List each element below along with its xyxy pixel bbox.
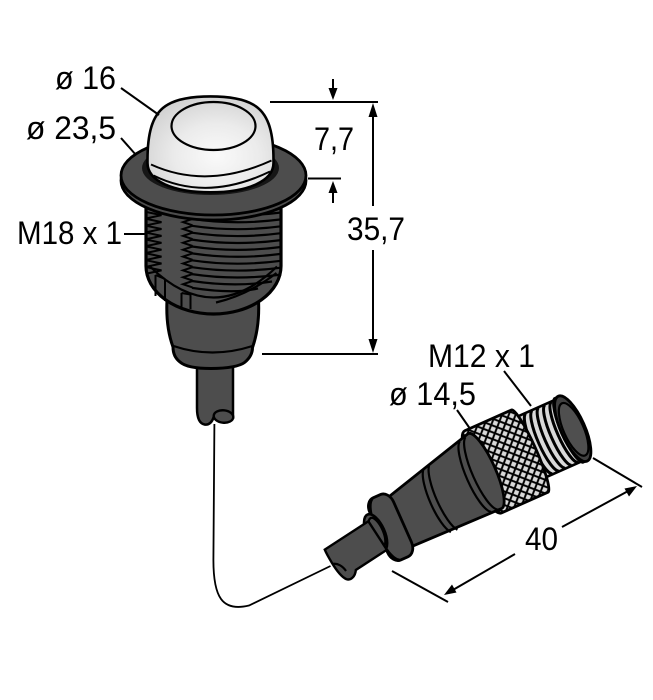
svg-text:ø 23,5: ø 23,5 — [26, 110, 116, 146]
svg-text:7,7: 7,7 — [314, 121, 354, 157]
svg-text:M18 x 1: M18 x 1 — [17, 215, 122, 251]
svg-text:35,7: 35,7 — [347, 211, 405, 247]
svg-text:40: 40 — [525, 521, 558, 557]
svg-text:ø 14,5: ø 14,5 — [389, 376, 476, 412]
svg-text:M12 x 1: M12 x 1 — [428, 338, 535, 374]
svg-text:ø 16: ø 16 — [55, 60, 116, 96]
